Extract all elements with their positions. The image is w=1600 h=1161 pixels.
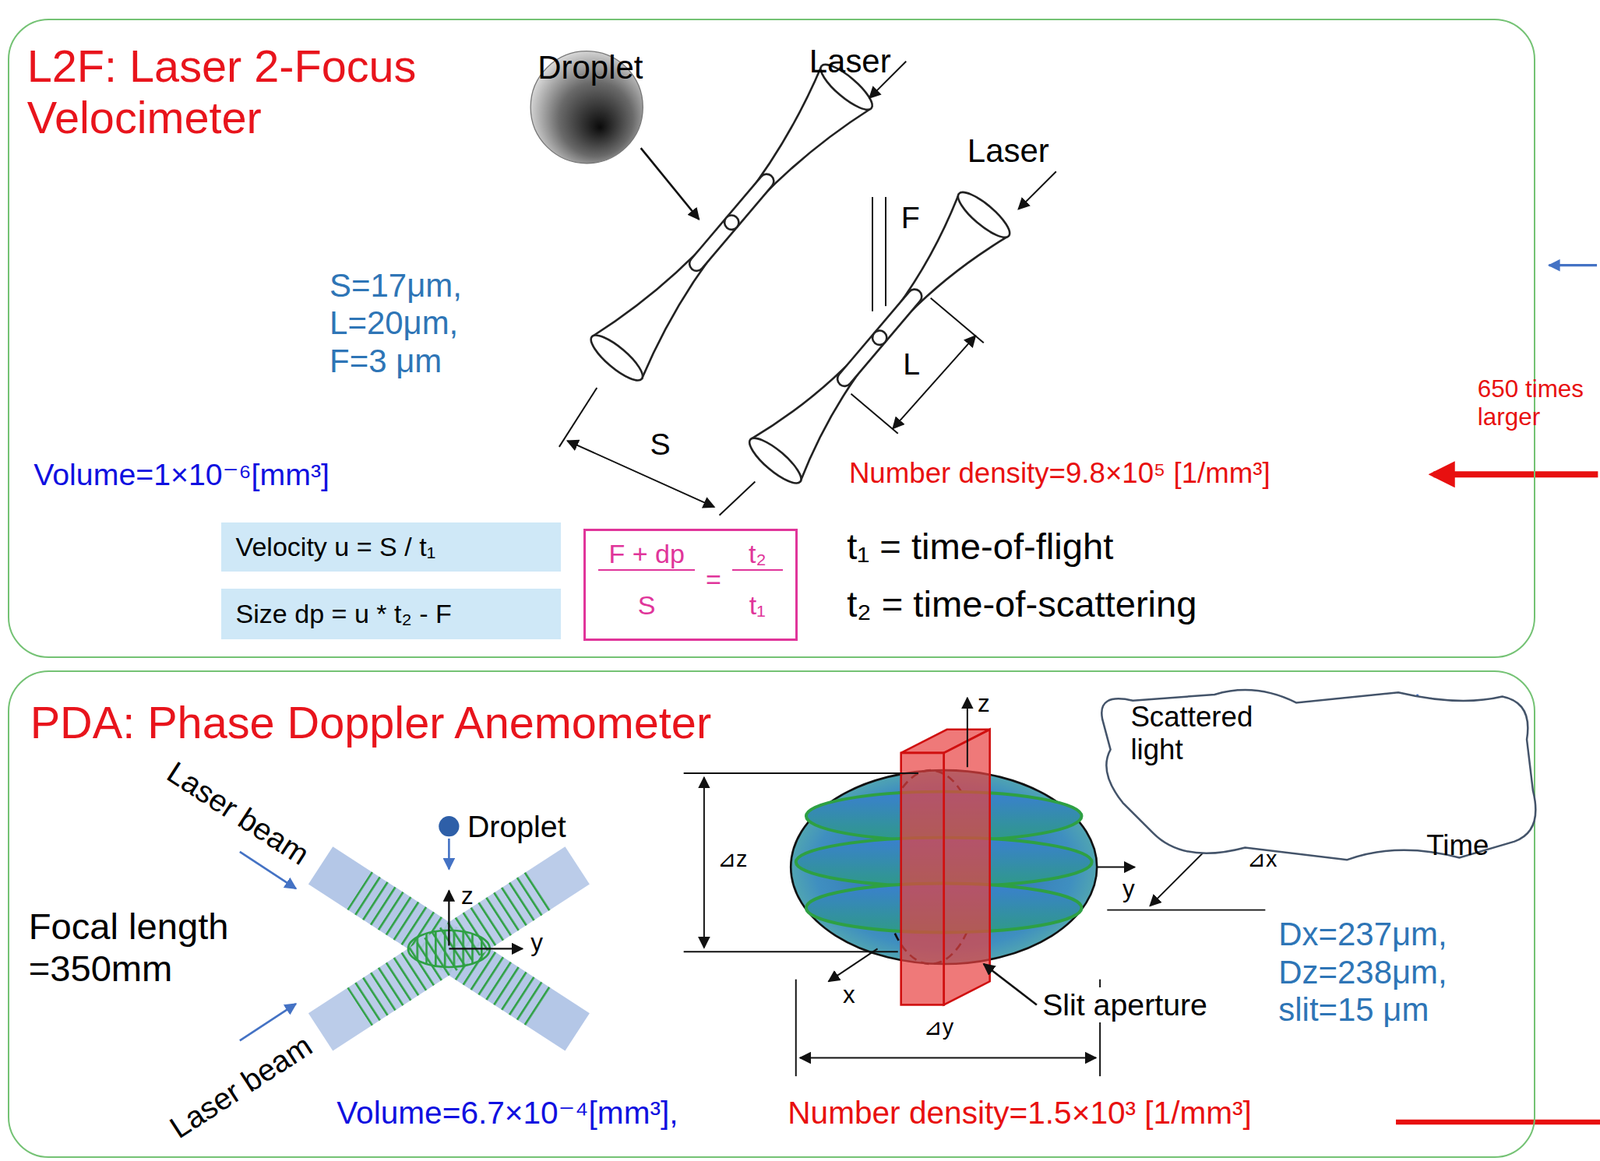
- annotation-label: t₂ = time-of-scattering: [846, 583, 1197, 626]
- callout-text: Time: [1426, 829, 1489, 863]
- annotation-label: Number density=9.8×10⁵ [1/mm³]: [849, 457, 1271, 490]
- annotation-label: Volume=6.7×10⁻⁴[mm³],: [336, 1095, 678, 1132]
- annotation-label: ⊿y: [923, 1014, 955, 1041]
- laser-beam-band: [308, 846, 590, 1051]
- formula-text: Velocity u = S / t₁: [236, 532, 437, 563]
- formula-text: =: [701, 564, 726, 596]
- annotation-label: y: [1122, 875, 1135, 904]
- annotation-label: z: [461, 882, 474, 911]
- laser-beam: [743, 186, 1016, 490]
- droplet-dot: [438, 816, 459, 837]
- annotation-label: Laser beam: [163, 1028, 319, 1146]
- annotation-label: Dx=237μm, Dz=238μm, slit=15 μm: [1278, 916, 1509, 1030]
- annotation-label: z: [977, 690, 991, 719]
- formula-text: t₁: [732, 590, 783, 621]
- formula-box: Velocity u = S / t₁: [221, 522, 561, 572]
- annotation-label: L: [902, 346, 920, 382]
- laser-beam: [585, 58, 878, 388]
- axes: [448, 891, 522, 950]
- annotation-label: S=17μm, L=20μm, F=3 μm: [329, 267, 512, 381]
- annotation-label: ⊿x: [1247, 846, 1278, 873]
- formula-box: Size dp = u * t₂ - F: [221, 588, 561, 640]
- droplet-arrow: [641, 148, 700, 220]
- side-arrow: [1549, 264, 1598, 267]
- annotation-label: Focal length =350mm: [28, 905, 284, 991]
- annotation-label: ⊿z: [717, 846, 748, 873]
- laser-beam-band: [308, 846, 590, 1051]
- formula-text: Size dp = u * t₂ - F: [236, 599, 452, 630]
- annotation-label: 650 times larger: [1477, 375, 1599, 432]
- formula-box: F + dp S=t₂ t₁: [583, 528, 798, 642]
- annotation-label: Number density=1.5×10³ [1/mm³]: [787, 1095, 1252, 1132]
- annotation-label: Slit aperture: [1040, 987, 1209, 1023]
- slit-aperture: [901, 729, 991, 1006]
- panel-heading: L2F: Laser 2-Focus Velocimeter: [27, 40, 508, 145]
- callout-cloud: Scattered lightTime: [1092, 678, 1541, 867]
- comparison-line: [1395, 1120, 1600, 1126]
- panel-heading: PDA: Phase Doppler Anemometer: [30, 697, 712, 749]
- annotation-label: Droplet: [467, 809, 567, 845]
- annotation-label: Volume=1×10⁻⁶[mm³]: [33, 457, 330, 493]
- annotation-label: x: [842, 981, 856, 1010]
- annotation-label: Laser: [967, 132, 1050, 170]
- annotation-label: Laser beam: [160, 754, 316, 873]
- panel-box: L2F: Laser 2-Focus VelocimeterVelocity u…: [7, 18, 1536, 659]
- formula-text: S: [598, 590, 695, 621]
- annotation-label: Droplet: [537, 49, 643, 87]
- droplet-arrow: [447, 838, 451, 870]
- annotation-label: Laser: [809, 42, 892, 81]
- callout-text: Scattered light: [1130, 701, 1299, 767]
- formula-text: F + dp: [598, 539, 695, 571]
- annotation-label: t₁ = time-of-flight: [846, 525, 1114, 568]
- annotation-label: y: [530, 929, 543, 958]
- comparison-arrow: [1433, 471, 1598, 478]
- formula-text: t₂: [732, 539, 783, 571]
- annotation-label: S: [649, 426, 670, 462]
- dimension-lines: [559, 61, 1057, 516]
- annotation-label: F: [901, 200, 920, 236]
